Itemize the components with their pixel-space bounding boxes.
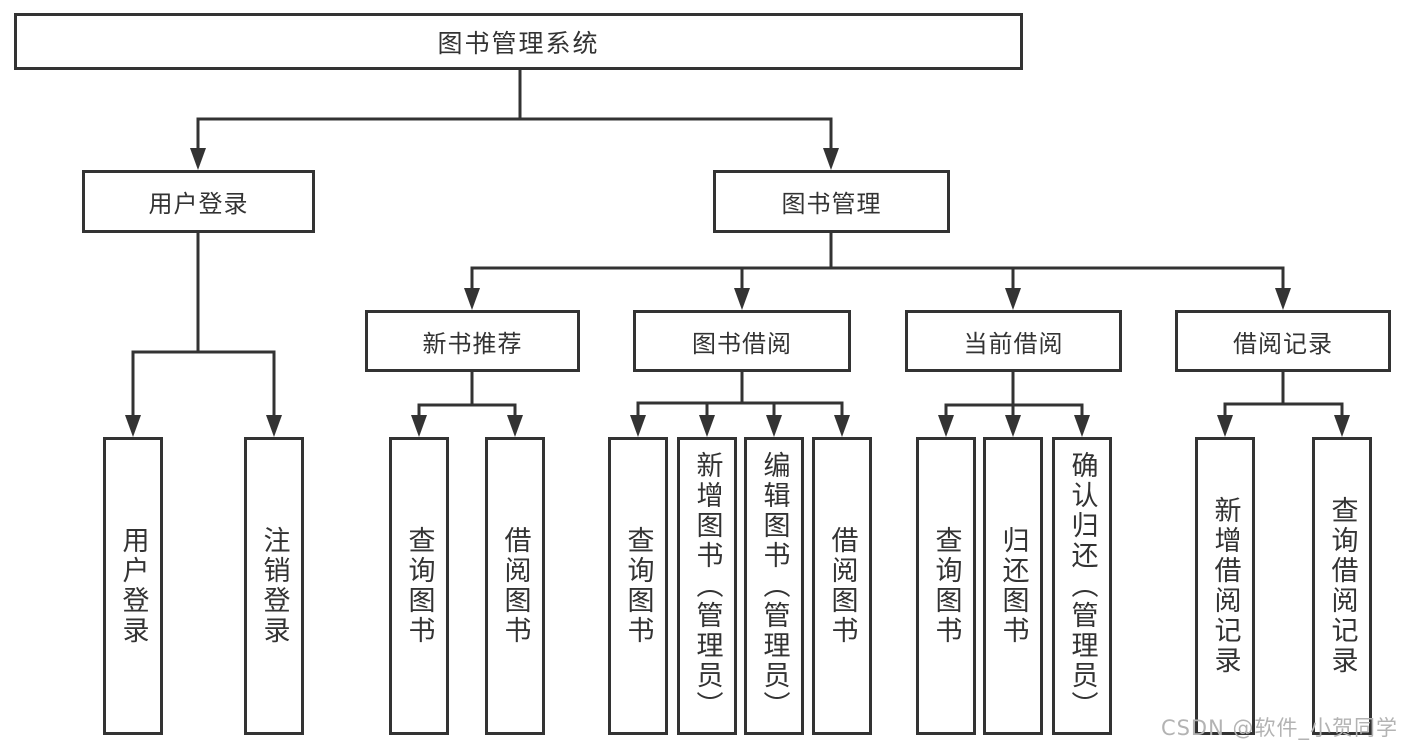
node-user-login: 用户登录 bbox=[82, 170, 315, 233]
leaf-user-login: 用户登录 bbox=[103, 437, 163, 735]
leaf-add-borrow-record: 新增借阅记录 bbox=[1195, 437, 1255, 735]
leaf-query-books-recommend: 查询图书 bbox=[389, 437, 449, 735]
watermark: CSDN @软件_小贺同学 bbox=[1160, 716, 1398, 740]
node-root: 图书管理系统 bbox=[14, 13, 1023, 70]
leaf-query-books-current: 查询图书 bbox=[916, 437, 976, 735]
node-book-management: 图书管理 bbox=[713, 170, 950, 233]
node-borrowing-records: 借阅记录 bbox=[1175, 310, 1391, 372]
leaf-confirm-return-admin: 确认归还（管理员） bbox=[1052, 437, 1112, 735]
node-book-borrowing: 图书借阅 bbox=[633, 310, 851, 372]
leaf-return-books: 归还图书 bbox=[983, 437, 1043, 735]
leaf-edit-books-admin: 编辑图书（管理员） bbox=[744, 437, 804, 735]
node-current-borrowing: 当前借阅 bbox=[905, 310, 1122, 372]
leaf-query-borrow-record: 查询借阅记录 bbox=[1312, 437, 1372, 735]
leaf-logout: 注销登录 bbox=[244, 437, 304, 735]
leaf-add-books-admin: 新增图书（管理员） bbox=[677, 437, 737, 735]
leaf-borrow-books-recommend: 借阅图书 bbox=[485, 437, 545, 735]
node-new-book-recommendation: 新书推荐 bbox=[365, 310, 580, 372]
leaf-query-books-borrow: 查询图书 bbox=[608, 437, 668, 735]
leaf-borrow-books: 借阅图书 bbox=[812, 437, 872, 735]
